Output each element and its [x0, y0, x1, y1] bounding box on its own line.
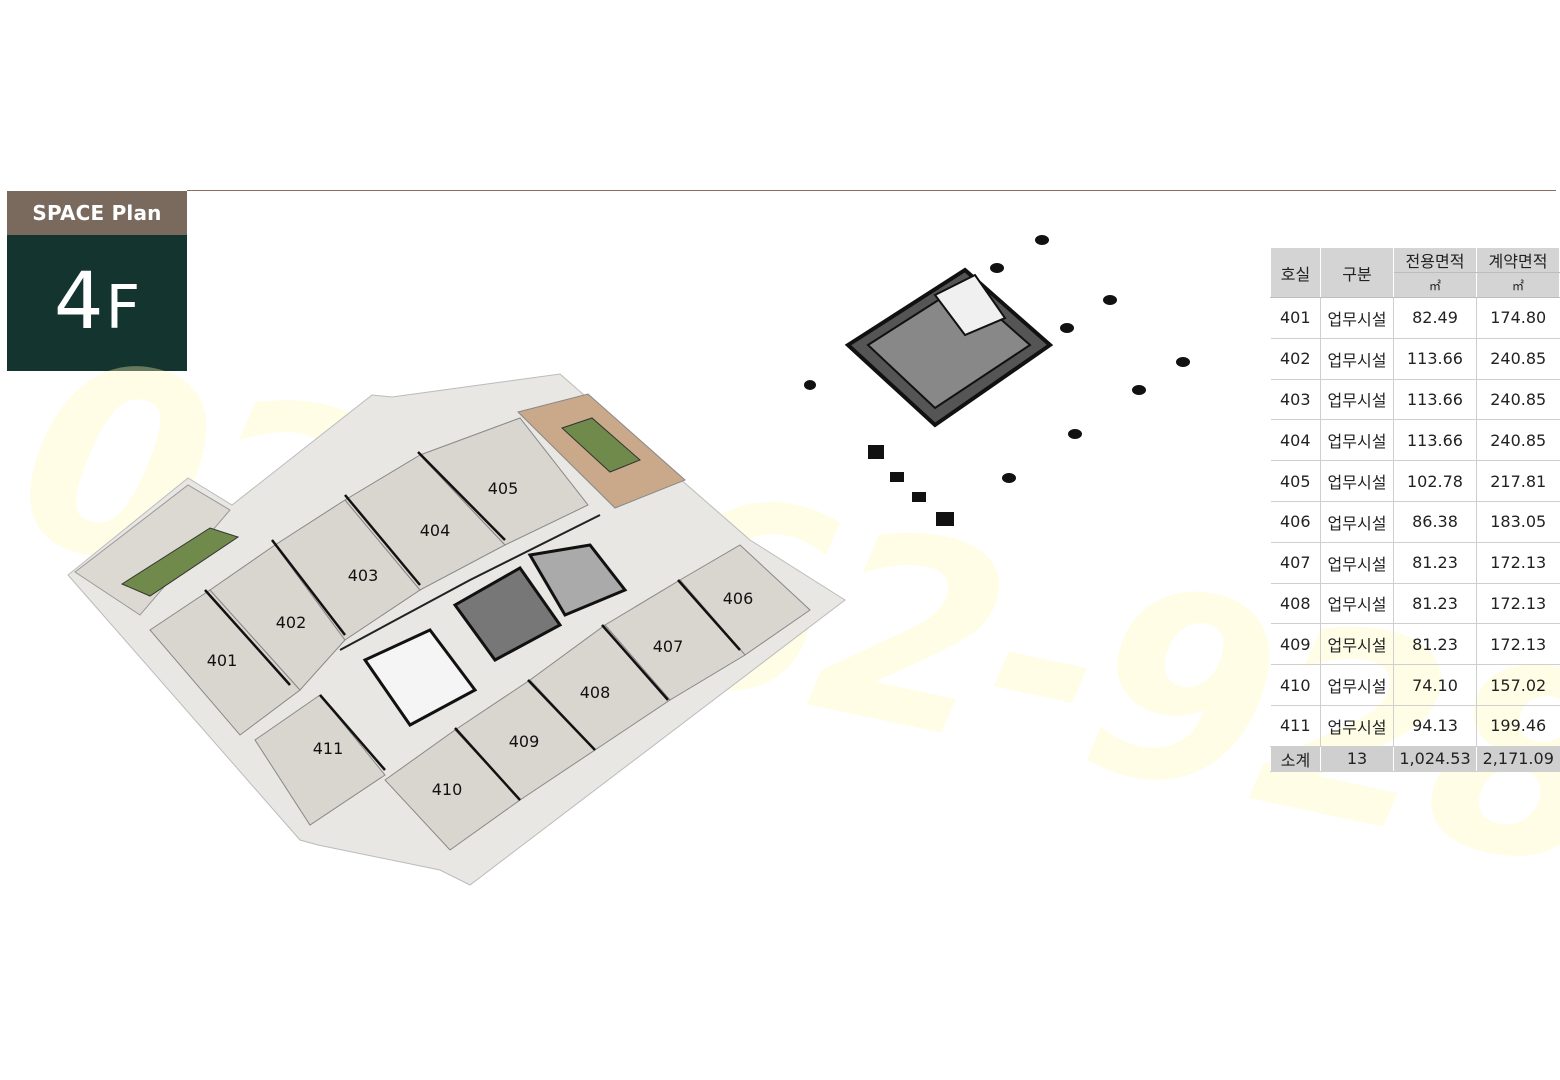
cell-contract: 199.46 — [1476, 705, 1560, 747]
room-label-409: 409 — [509, 732, 540, 751]
subtotal-exclusive: 1,024.53 — [1393, 746, 1477, 772]
header-contract-unit: ㎡ — [1476, 272, 1560, 298]
partition-walls — [204, 451, 741, 801]
office-405-floor — [419, 417, 589, 546]
room-label-411: 411 — [313, 739, 344, 758]
cell-exclusive: 94.13 — [1393, 705, 1477, 747]
cell-room: 404 — [1270, 419, 1321, 462]
left-terrace — [74, 484, 231, 616]
floor-slab — [67, 373, 846, 886]
corridor-wall — [339, 514, 601, 651]
cell-contract: 240.85 — [1476, 338, 1560, 380]
cell-exclusive: 86.38 — [1393, 501, 1477, 543]
cell-exclusive: 113.66 — [1393, 338, 1477, 380]
cell-exclusive: 113.66 — [1393, 419, 1477, 462]
header-exclusive-area: 전용면적 — [1393, 247, 1477, 273]
floor-suffix: F — [105, 273, 141, 343]
office-411-floor — [254, 694, 386, 826]
core-elevator — [452, 566, 563, 662]
header-contract-area: 계약면적 — [1476, 247, 1560, 273]
cell-category: 업무시설 — [1320, 583, 1394, 625]
cell-exclusive: 82.49 — [1393, 297, 1477, 339]
room-label-408: 408 — [580, 683, 611, 702]
cell-contract: 172.13 — [1476, 542, 1560, 584]
cell-room: 410 — [1270, 664, 1321, 706]
header-room: 호실 — [1270, 247, 1321, 298]
cell-room: 409 — [1270, 623, 1321, 666]
cell-category: 업무시설 — [1320, 501, 1394, 543]
left-planter — [120, 527, 240, 597]
header-rule — [187, 190, 1556, 191]
header-exclusive-unit: ㎡ — [1393, 272, 1477, 298]
room-label-410: 410 — [432, 780, 463, 799]
room-label-403: 403 — [348, 566, 379, 585]
cell-room: 408 — [1270, 583, 1321, 625]
core-stairs — [362, 628, 478, 727]
floor-number: 4 — [53, 257, 104, 347]
header-category: 구분 — [1320, 247, 1394, 298]
room-label-404: 404 — [420, 521, 451, 540]
cell-category: 업무시설 — [1320, 664, 1394, 706]
cell-room: 405 — [1270, 460, 1321, 502]
cell-contract: 183.05 — [1476, 501, 1560, 543]
cell-room: 403 — [1270, 379, 1321, 421]
room-label-402: 402 — [276, 613, 307, 632]
space-plan-label: SPACE Plan — [7, 191, 187, 235]
core-restroom — [527, 543, 628, 617]
cell-exclusive: 81.23 — [1393, 583, 1477, 625]
cell-contract: 240.85 — [1476, 419, 1560, 462]
cell-room: 401 — [1270, 297, 1321, 339]
room-label-405: 405 — [488, 479, 519, 498]
cell-contract: 172.13 — [1476, 623, 1560, 666]
cell-category: 업무시설 — [1320, 338, 1394, 380]
top-planter — [561, 417, 641, 473]
cell-room: 402 — [1270, 338, 1321, 380]
cell-contract: 217.81 — [1476, 460, 1560, 502]
cell-contract: 172.13 — [1476, 583, 1560, 625]
cell-category: 업무시설 — [1320, 419, 1394, 462]
cell-exclusive: 81.23 — [1393, 623, 1477, 666]
room-label-407: 407 — [653, 637, 684, 656]
cell-category: 업무시설 — [1320, 379, 1394, 421]
room-label-406: 406 — [723, 589, 754, 608]
subtotal-contract: 2,171.09 — [1476, 746, 1560, 772]
cell-category: 업무시설 — [1320, 297, 1394, 339]
cell-category: 업무시설 — [1320, 623, 1394, 666]
floor-plan-drawing: 401 402 403 404 405 406 407 408 409 410 … — [67, 235, 1190, 886]
cell-room: 411 — [1270, 705, 1321, 747]
subtotal-label: 소계 — [1270, 746, 1321, 772]
cell-category: 업무시설 — [1320, 542, 1394, 584]
cell-contract: 157.02 — [1476, 664, 1560, 706]
cell-room: 407 — [1270, 542, 1321, 584]
cell-contract: 174.80 — [1476, 297, 1560, 339]
room-label-401: 401 — [207, 651, 238, 670]
cell-exclusive: 113.66 — [1393, 379, 1477, 421]
cell-exclusive: 81.23 — [1393, 542, 1477, 584]
cell-room: 406 — [1270, 501, 1321, 543]
roof-stair — [933, 273, 1007, 337]
columns — [804, 235, 1190, 526]
cell-exclusive: 74.10 — [1393, 664, 1477, 706]
cell-category: 업무시설 — [1320, 460, 1394, 502]
cell-category: 업무시설 — [1320, 705, 1394, 747]
cell-contract: 240.85 — [1476, 379, 1560, 421]
cell-exclusive: 102.78 — [1393, 460, 1477, 502]
subtotal-count: 13 — [1320, 746, 1394, 772]
